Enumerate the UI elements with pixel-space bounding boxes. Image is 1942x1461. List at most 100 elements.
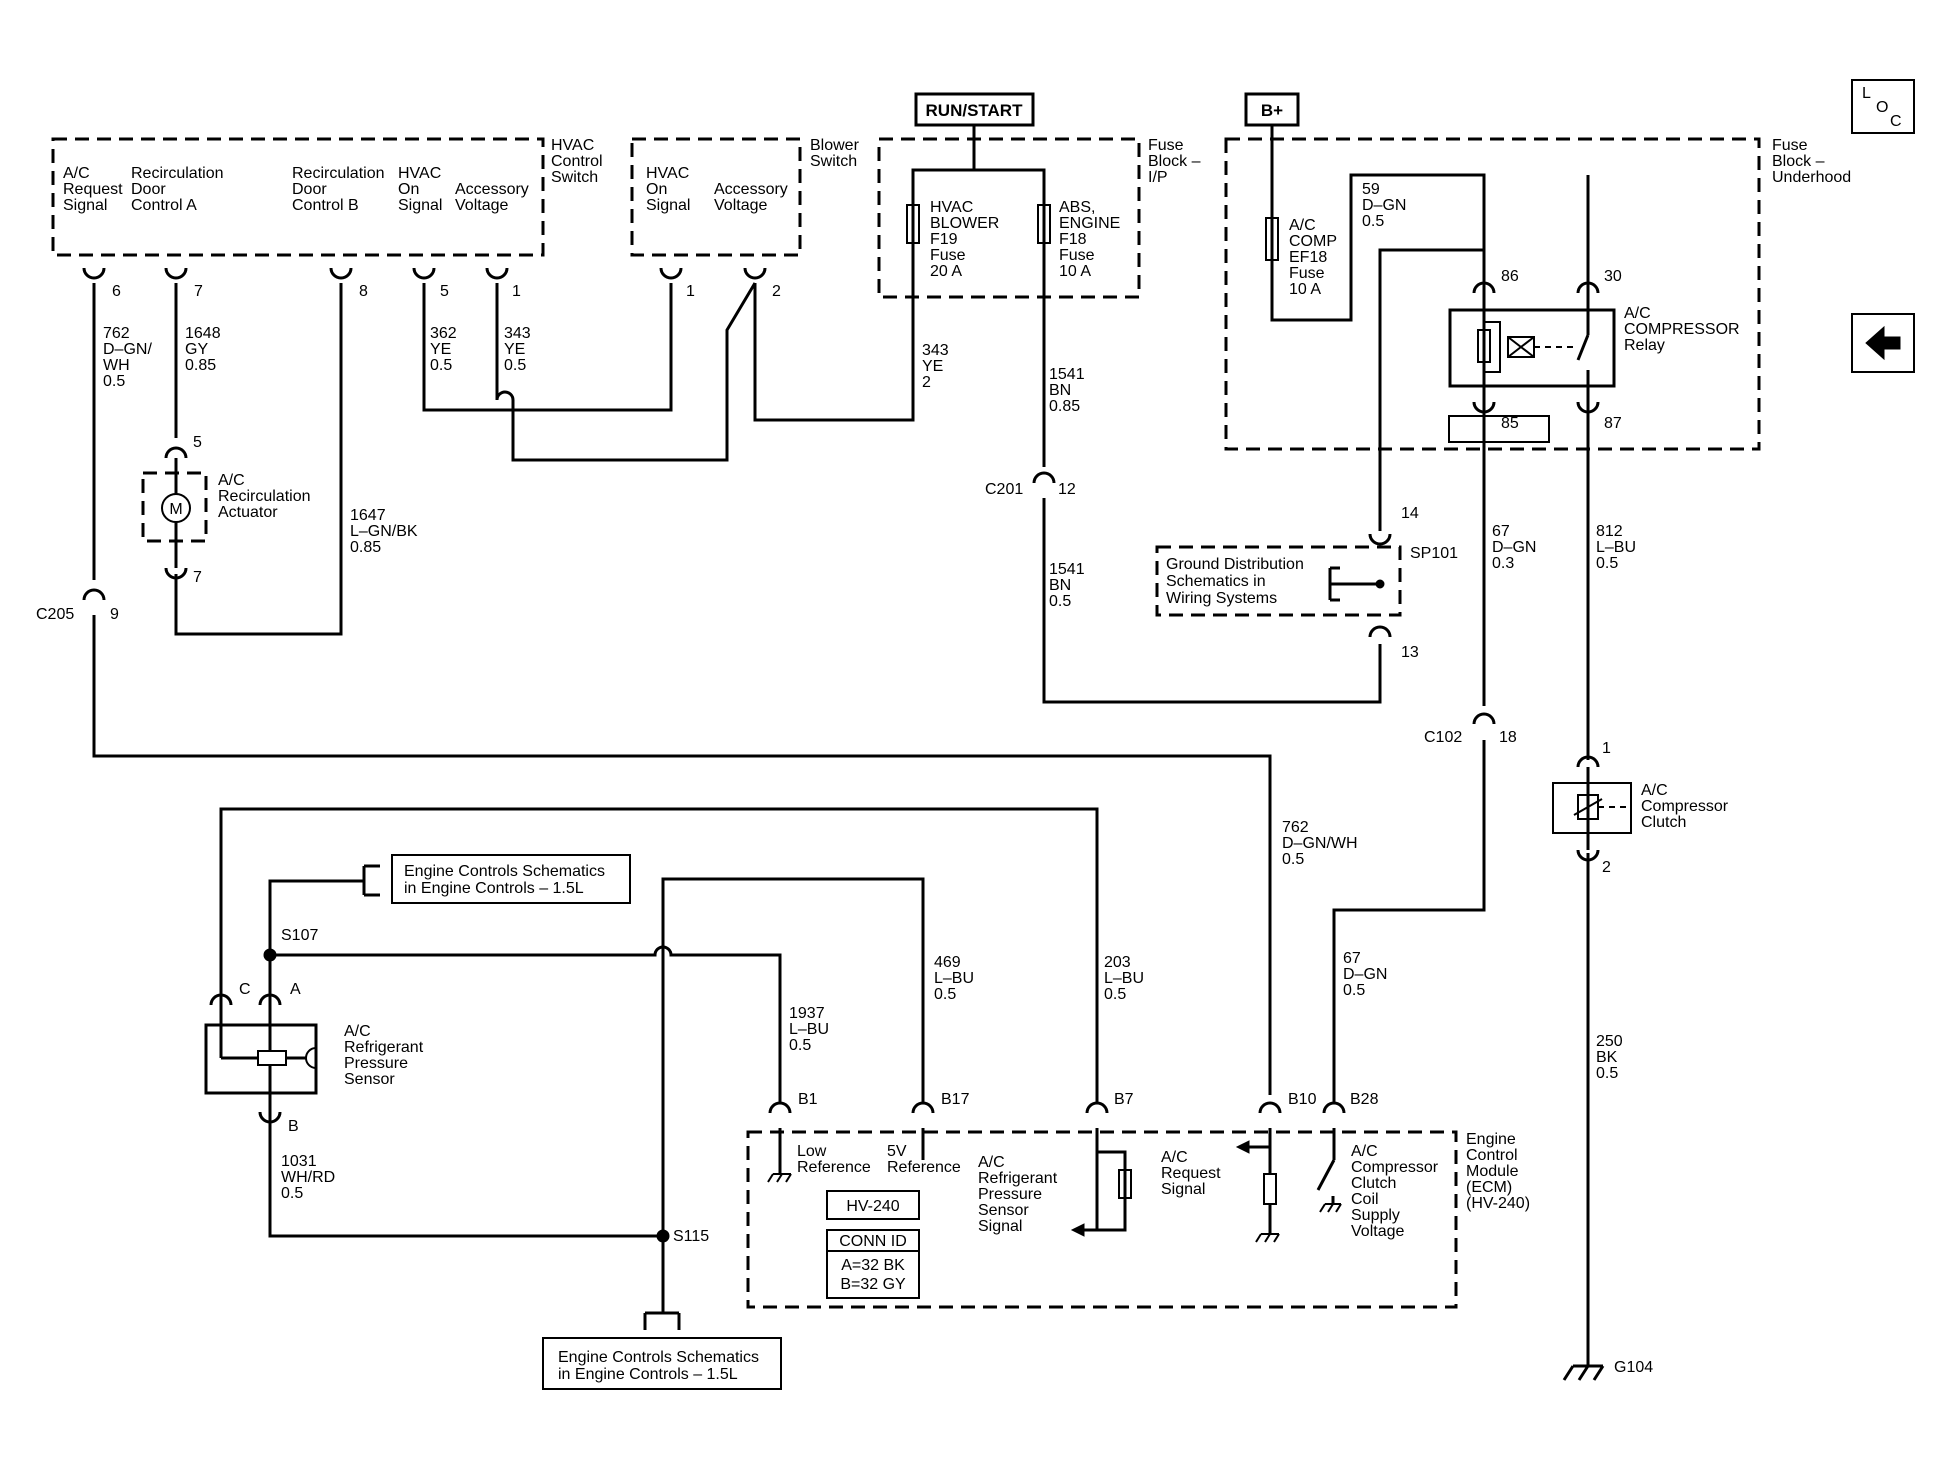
svg-text:A/C: A/C — [978, 1154, 1005, 1171]
svg-text:Blower: Blower — [810, 137, 860, 154]
b-plus-label: B+ — [1261, 101, 1283, 120]
svg-text:A/C: A/C — [1641, 782, 1668, 799]
svg-text:67: 67 — [1343, 950, 1361, 967]
svg-text:A/C: A/C — [1624, 305, 1651, 322]
wire-labels-bottom: 762 D–GN/WH 0.5 469 L–BU 0.5 203 L–BU 0.… — [281, 819, 1623, 1202]
svg-text:0.5: 0.5 — [789, 1037, 811, 1054]
clutch-box — [1552, 782, 1632, 834]
svg-text:1031: 1031 — [281, 1153, 317, 1170]
svg-text:B28: B28 — [1350, 1091, 1379, 1108]
ground-g104-label: G104 — [1614, 1359, 1653, 1376]
svg-text:7: 7 — [193, 569, 202, 586]
svg-text:A/C: A/C — [1289, 217, 1316, 234]
svg-text:Refrigerant: Refrigerant — [344, 1039, 424, 1056]
svg-text:B10: B10 — [1288, 1091, 1317, 1108]
hvac-control-switch-title: HVAC Control Switch — [551, 137, 603, 186]
svg-text:BK: BK — [1596, 1049, 1618, 1066]
svg-text:0.5: 0.5 — [1104, 986, 1126, 1003]
ground-icon — [767, 1128, 792, 1183]
svg-text:YE: YE — [430, 341, 451, 358]
svg-text:Pressure: Pressure — [978, 1186, 1042, 1203]
svg-text:Door: Door — [292, 181, 327, 198]
ground-icon — [1319, 1203, 1342, 1213]
hvac-pin-labels: A/C Request Signal Recirculation Door Co… — [63, 165, 529, 300]
ac-compressor-relay-box — [1448, 308, 1616, 388]
svg-text:0.5: 0.5 — [1282, 851, 1304, 868]
svg-text:Reference: Reference — [887, 1159, 961, 1176]
svg-text:Clutch: Clutch — [1641, 814, 1686, 831]
svg-text:Module: Module — [1466, 1163, 1519, 1180]
svg-text:18: 18 — [1499, 729, 1517, 746]
svg-text:Control A: Control A — [131, 197, 197, 214]
svg-text:Fuse: Fuse — [930, 247, 966, 264]
svg-text:0.5: 0.5 — [1362, 213, 1384, 230]
svg-text:0.5: 0.5 — [1343, 982, 1365, 999]
svg-text:D–GN: D–GN — [1343, 966, 1387, 983]
svg-text:ENGINE: ENGINE — [1059, 215, 1120, 232]
svg-text:D–GN/: D–GN/ — [103, 341, 152, 358]
connector-labels: C201 12 C205 9 C102 18 — [36, 481, 1517, 746]
svg-text:A=32 BK: A=32 BK — [841, 1257, 905, 1274]
svg-text:Actuator: Actuator — [218, 504, 278, 521]
svg-text:2: 2 — [772, 283, 781, 300]
svg-text:Engine Controls Schematics: Engine Controls Schematics — [558, 1349, 759, 1366]
svg-text:A/C: A/C — [63, 165, 90, 182]
engine-controls-reference-bottom: Engine Controls Schematics in Engine Con… — [558, 1349, 759, 1383]
svg-text:A/C: A/C — [1161, 1149, 1188, 1166]
svg-text:67: 67 — [1492, 523, 1510, 540]
svg-text:20 A: 20 A — [930, 263, 962, 280]
svg-text:EF18: EF18 — [1289, 249, 1327, 266]
svg-text:M: M — [169, 501, 182, 518]
svg-text:Reference: Reference — [797, 1159, 871, 1176]
svg-text:0.3: 0.3 — [1492, 555, 1514, 572]
svg-text:Fuse: Fuse — [1059, 247, 1095, 264]
loc-icon[interactable]: L O C — [1851, 79, 1915, 134]
svg-text:0.5: 0.5 — [103, 373, 125, 390]
svg-text:0.5: 0.5 — [934, 986, 956, 1003]
splice-labels: 14 SP101 13 S107 S115 — [281, 505, 1458, 1245]
svg-text:0.5: 0.5 — [1596, 1065, 1618, 1082]
svg-text:2: 2 — [1602, 859, 1611, 876]
svg-text:5V: 5V — [887, 1143, 907, 1160]
svg-text:GY: GY — [185, 341, 208, 358]
svg-text:CONN ID: CONN ID — [839, 1233, 907, 1250]
svg-text:10 A: 10 A — [1059, 263, 1091, 280]
svg-text:812: 812 — [1596, 523, 1623, 540]
svg-text:YE: YE — [922, 358, 943, 375]
svg-text:250: 250 — [1596, 1033, 1623, 1050]
ecm-internals — [921, 1128, 1336, 1237]
relay-body — [1448, 415, 1550, 443]
fuse-block-ip-labels: Fuse Block – I/P HVAC BLOWER F19 Fuse 20… — [930, 137, 1201, 280]
back-arrow-icon[interactable] — [1851, 313, 1915, 373]
pressure-sensor-labels: A/C Refrigerant Pressure Sensor C A B — [239, 981, 424, 1135]
svg-text:Accessory: Accessory — [455, 181, 529, 198]
svg-text:Compressor: Compressor — [1351, 1159, 1439, 1176]
svg-text:On: On — [398, 181, 419, 198]
svg-text:C: C — [239, 981, 251, 998]
svg-text:0.5: 0.5 — [1596, 555, 1618, 572]
svg-text:469: 469 — [934, 954, 961, 971]
svg-text:ABS,: ABS, — [1059, 199, 1095, 216]
svg-text:362: 362 — [430, 325, 457, 342]
svg-text:Switch: Switch — [810, 153, 857, 170]
svg-text:L–BU: L–BU — [789, 1021, 829, 1038]
svg-text:762: 762 — [103, 325, 130, 342]
svg-text:C: C — [1890, 113, 1902, 130]
svg-text:WH: WH — [103, 357, 130, 374]
svg-text:A/C: A/C — [218, 472, 245, 489]
fuse-block-underhood-labels: Fuse Block – Underhood A/C COMP EF18 Fus… — [1289, 137, 1851, 432]
svg-text:1: 1 — [686, 283, 695, 300]
svg-text:HVAC: HVAC — [930, 199, 973, 216]
hv240-box — [826, 1190, 920, 1220]
svg-text:C102: C102 — [1424, 729, 1462, 746]
engine-ref-box-top — [391, 854, 631, 904]
svg-text:Schematics in: Schematics in — [1166, 573, 1266, 590]
svg-text:Refrigerant: Refrigerant — [978, 1170, 1058, 1187]
svg-text:B17: B17 — [941, 1091, 970, 1108]
ground-icon — [1562, 1364, 1605, 1381]
svg-text:(ECM): (ECM) — [1466, 1179, 1512, 1196]
svg-text:87: 87 — [1604, 415, 1622, 432]
svg-text:203: 203 — [1104, 954, 1131, 971]
svg-text:Pressure: Pressure — [344, 1055, 408, 1072]
